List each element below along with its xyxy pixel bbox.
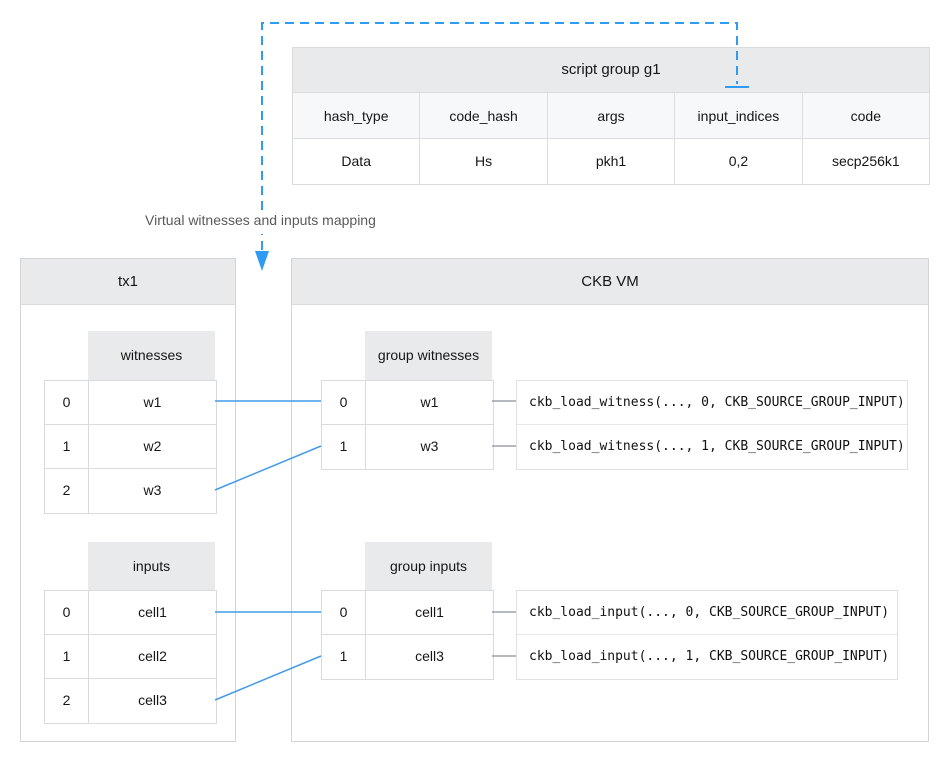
table-row: 2 cell3	[45, 679, 216, 723]
row-index: 2	[45, 469, 89, 513]
value-args: pkh1	[547, 139, 676, 184]
inputs-table: 0 cell1 1 cell2 2 cell3	[44, 590, 217, 724]
value-hash-type: Data	[293, 139, 421, 184]
column-header-hash-type: hash_type	[293, 93, 421, 139]
group-witnesses-table: 0 w1 1 w3	[321, 380, 494, 470]
table-row: 1 cell3	[322, 635, 493, 679]
group-inputs-header: group inputs	[365, 542, 492, 591]
table-row: 0 cell1	[322, 591, 493, 635]
row-index: 0	[45, 381, 89, 424]
tx1-box-title: tx1	[21, 259, 235, 305]
table-row: 0 w1	[322, 381, 493, 425]
row-index: 1	[322, 635, 366, 679]
mapping-label: Virtual witnesses and inputs mapping	[142, 211, 379, 229]
row-value: w2	[143, 438, 162, 454]
table-row: 1 w3	[322, 425, 493, 469]
column-header-input-indices: input_indices	[675, 93, 803, 139]
row-index: 1	[45, 635, 89, 678]
row-value: w3	[143, 482, 162, 498]
row-index: 0	[322, 381, 366, 424]
group-inputs-table: 0 cell1 1 cell3	[321, 590, 494, 680]
ckb-load-witness-call-0: ckb_load_witness(..., 0, CKB_SOURCE_GROU…	[517, 381, 907, 425]
mapping-arrowhead-icon	[255, 251, 269, 271]
row-value: cell1	[415, 604, 444, 620]
row-value: w1	[420, 394, 439, 410]
table-row: 0 w1	[45, 381, 216, 425]
ckb-load-input-call-1: ckb_load_input(..., 1, CKB_SOURCE_GROUP_…	[529, 649, 890, 664]
input-syscall-boxes: ckb_load_input(..., 0, CKB_SOURCE_GROUP_…	[516, 590, 898, 680]
script-group-values: Data Hs pkh1 0,2 secp256k1	[293, 139, 930, 184]
row-index: 0	[322, 591, 366, 634]
ckb-load-witness-call-1: ckb_load_witness(..., 1, CKB_SOURCE_GROU…	[529, 439, 905, 454]
column-header-code-hash: code_hash	[420, 93, 548, 139]
ckb-vm-box-title: CKB VM	[292, 259, 928, 305]
row-value: cell1	[138, 604, 167, 620]
row-value: cell3	[138, 692, 167, 708]
row-value: w3	[420, 438, 439, 454]
witness-syscall-boxes: ckb_load_witness(..., 0, CKB_SOURCE_GROU…	[516, 380, 908, 470]
script-group-table: script group g1 hash_type code_hash args…	[292, 47, 930, 185]
row-index: 0	[45, 591, 89, 634]
value-code: secp256k1	[802, 139, 930, 184]
script-group-title: script group g1	[293, 48, 929, 93]
column-header-code: code	[802, 93, 930, 139]
row-value: cell3	[415, 648, 444, 664]
row-index: 1	[45, 425, 89, 468]
value-input-indices: 0,2	[675, 139, 803, 184]
value-code-hash: Hs	[420, 139, 548, 184]
table-row: 0 cell1	[45, 591, 216, 635]
column-header-args: args	[547, 93, 676, 139]
row-index: 1	[322, 425, 366, 469]
inputs-header: inputs	[88, 542, 215, 591]
witnesses-table: 0 w1 1 w2 2 w3	[44, 380, 217, 514]
table-row: 1 cell2	[45, 635, 216, 679]
witnesses-header: witnesses	[88, 331, 215, 380]
row-value: w1	[143, 394, 162, 410]
script-group-column-headers: hash_type code_hash args input_indices c…	[293, 93, 930, 139]
table-row: 2 w3	[45, 469, 216, 513]
ckb-load-input-call-0: ckb_load_input(..., 0, CKB_SOURCE_GROUP_…	[517, 591, 897, 635]
table-row: 1 w2	[45, 425, 216, 469]
row-index: 2	[45, 679, 89, 723]
row-value: cell2	[138, 648, 167, 664]
group-witnesses-header: group witnesses	[365, 331, 492, 380]
